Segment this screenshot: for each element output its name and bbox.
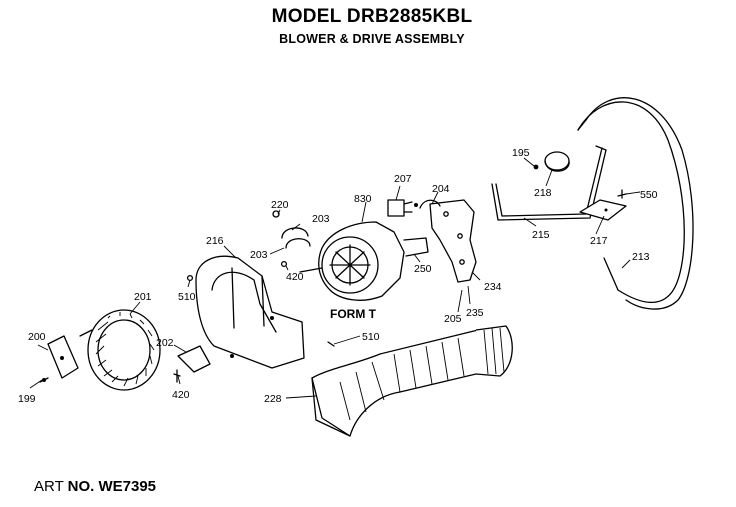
label-234: 234 (484, 281, 502, 293)
motor-clamp-part (272, 210, 311, 268)
drum-rim-part (577, 97, 694, 310)
label-195: 195 (512, 147, 530, 159)
label-550: 550 (640, 189, 658, 201)
label-203-bottom: 203 (250, 249, 268, 261)
blower-plate-part (39, 335, 79, 383)
label-216: 216 (206, 235, 224, 247)
label-235: 235 (466, 307, 484, 319)
assembly-subtitle: BLOWER & DRIVE ASSEMBLY (279, 32, 465, 46)
screw-195 (533, 164, 539, 170)
blower-wheel-part (79, 309, 161, 391)
model-title: MODEL DRB2885KBL (271, 6, 473, 27)
label-420-left: 420 (172, 389, 190, 401)
label-form-t: FORM T (330, 307, 377, 321)
relay-part (387, 199, 418, 217)
leader-lines (29, 157, 641, 399)
motor-bracket-part (419, 199, 477, 283)
label-202: 202 (156, 337, 174, 349)
art-number: ART NO. WE7395 (34, 478, 156, 495)
blower-housing-part (186, 255, 305, 369)
part-labels: 200 199 201 202 420 510 216 220 203 203 … (18, 147, 658, 405)
label-213: 213 (632, 251, 650, 263)
label-220: 220 (271, 199, 289, 211)
label-830: 830 (354, 193, 372, 205)
clip-part (173, 345, 211, 383)
label-228: 228 (264, 393, 282, 405)
idler-pulley-part (544, 151, 570, 172)
label-200: 200 (28, 331, 46, 343)
label-218: 218 (534, 187, 552, 199)
label-201: 201 (134, 291, 152, 303)
label-199: 199 (18, 393, 36, 405)
label-215: 215 (532, 229, 550, 241)
idler-rod-part (491, 145, 607, 221)
label-420-center: 420 (286, 271, 304, 283)
label-217: 217 (590, 235, 608, 247)
art-prefix: ART (34, 478, 64, 495)
label-204: 204 (432, 183, 450, 195)
label-250: 250 (414, 263, 432, 275)
label-203-top: 203 (312, 213, 330, 225)
label-205: 205 (444, 313, 462, 325)
motor-part (299, 221, 429, 301)
exhaust-duct-part (311, 325, 513, 437)
bracket-part (579, 189, 627, 221)
label-510-center: 510 (362, 331, 380, 343)
label-510-left: 510 (178, 291, 196, 303)
label-207: 207 (394, 173, 412, 185)
art-number-value: NO. WE7395 (67, 478, 157, 495)
